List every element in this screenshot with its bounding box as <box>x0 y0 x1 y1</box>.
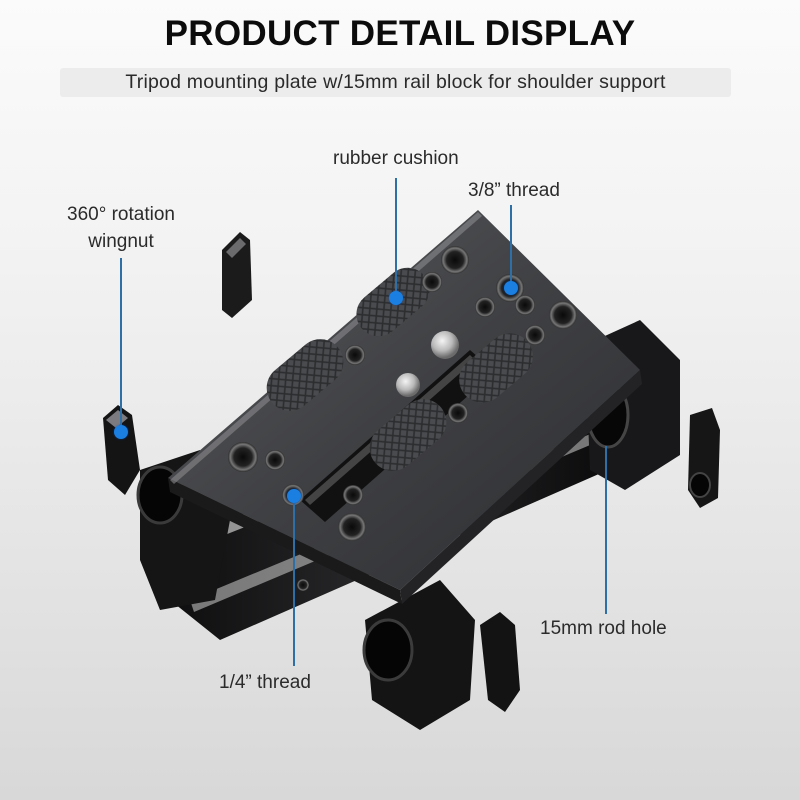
wingnut-back-right <box>688 408 720 508</box>
subtitle-bar: Tripod mounting plate w/15mm rail block … <box>60 68 731 97</box>
wingnut-front-left <box>103 405 140 495</box>
callout-label-1-4-thread: 1/4” thread <box>219 672 311 693</box>
callout-label-3-8-thread: 3/8” thread <box>468 180 560 201</box>
callout-dot-1-4-thread <box>287 489 301 503</box>
callout-label-wingnut: 360° rotation wingnut <box>67 204 175 252</box>
callout-dot-rubber-cushion <box>389 291 403 305</box>
callout-line-wingnut <box>120 258 122 430</box>
callout-line-15mm-rod-hole <box>605 446 607 614</box>
callout-dot-3-8-thread <box>504 281 518 295</box>
rod-clamp-front-right <box>362 580 475 730</box>
callout-label-15mm-rod-hole: 15mm rod hole <box>540 618 667 639</box>
mounting-screws <box>396 331 459 397</box>
subtitle-text: Tripod mounting plate w/15mm rail block … <box>125 71 666 93</box>
callout-line-rubber-cushion <box>395 178 397 296</box>
callout-line-3-8-thread <box>510 205 512 287</box>
page-title: PRODUCT DETAIL DISPLAY <box>164 14 636 53</box>
callout-dot-wingnut <box>114 425 128 439</box>
wingnut-front-right <box>480 612 520 712</box>
callout-line-1-4-thread <box>293 496 295 666</box>
wingnut-back-left <box>222 232 252 318</box>
threaded-holes <box>228 246 577 591</box>
callout-label-rubber-cushion: rubber cushion <box>333 148 459 169</box>
